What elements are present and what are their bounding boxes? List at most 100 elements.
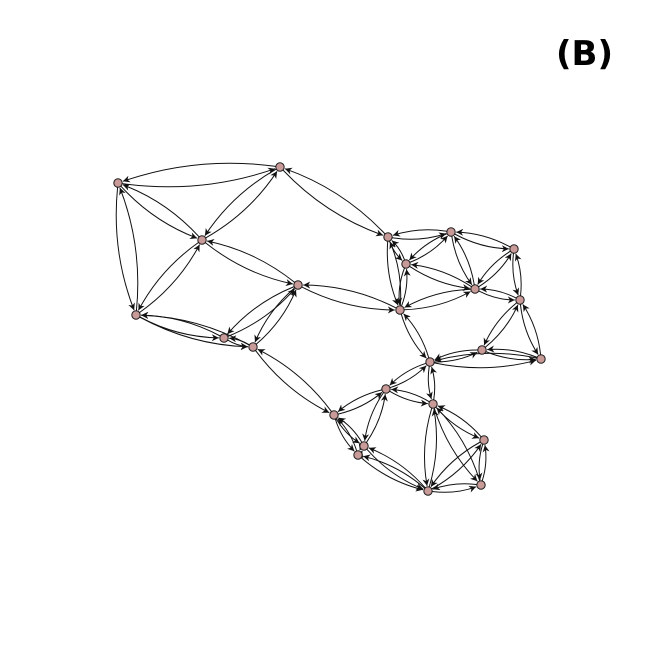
edge-n21-to-n24 — [366, 448, 424, 490]
edge-n3-to-n1 — [122, 184, 200, 238]
edge-n19-to-n17 — [430, 366, 438, 400]
edge-n2-to-n1 — [122, 162, 276, 183]
edge-n24-to-n21 — [368, 447, 426, 489]
graph-node-n23 — [479, 435, 489, 445]
edge-n1-to-n2 — [122, 167, 276, 188]
edge-n11-to-n9 — [409, 235, 448, 263]
graph-node-n12 — [470, 284, 480, 294]
edge-n4-to-n3 — [139, 244, 201, 314]
edge-n10-to-n9 — [456, 228, 511, 248]
edge-n11-to-n12 — [409, 265, 470, 292]
edge-n24-to-n25 — [432, 485, 477, 493]
edge-n5-to-n7 — [254, 287, 296, 343]
edge-n12-to-n10 — [478, 253, 512, 288]
graph-node-n21 — [359, 441, 369, 451]
edge-n17-to-n14 — [403, 313, 430, 359]
edge-n11-to-n14 — [395, 267, 405, 305]
edge-n10-to-n12 — [477, 250, 511, 285]
edge-n20-to-n22 — [334, 418, 355, 452]
graph-node-n22 — [353, 450, 363, 460]
graph-node-n16 — [536, 354, 546, 364]
graph-node-n10 — [509, 244, 519, 254]
edge-n16-to-n13 — [522, 304, 542, 355]
edge-n3-to-n2 — [205, 171, 278, 239]
edge-n17-to-n19 — [425, 366, 433, 400]
graph-node-n25 — [476, 480, 486, 490]
graph-node-n17 — [425, 357, 435, 367]
edge-n3-to-n4 — [137, 241, 199, 311]
edge-n2-to-n8 — [282, 169, 384, 237]
edge-n22-to-n24 — [360, 457, 424, 492]
edge-n7-to-n4 — [141, 311, 250, 346]
edge-n25-to-n23 — [481, 445, 490, 482]
edge-n19-to-n25 — [433, 407, 478, 482]
edge-n21-to-n20 — [338, 417, 363, 443]
edge-n3-to-n5 — [204, 242, 294, 287]
edge-n14-to-n12 — [404, 291, 471, 311]
graph-node-n9 — [446, 227, 456, 237]
edge-n20-to-n18 — [337, 391, 383, 415]
graph-node-n18 — [381, 384, 391, 394]
edge-n5-to-n3 — [206, 238, 296, 283]
graph-node-n4 — [131, 310, 141, 320]
graph-node-n11 — [401, 259, 411, 269]
graph-node-n3 — [197, 235, 207, 245]
graph-node-n6 — [219, 333, 229, 343]
edge-n23-to-n25 — [475, 443, 484, 480]
edge-n12-to-n13 — [478, 290, 515, 304]
edge-n14-to-n5 — [303, 281, 397, 309]
edge-n23-to-n24 — [430, 441, 481, 487]
edge-n16-to-n17 — [434, 352, 538, 363]
edge-n16-to-n15 — [487, 345, 538, 358]
edge-n25-to-n19 — [436, 407, 481, 482]
edge-n1-to-n4 — [115, 187, 135, 311]
edge-n19-to-n24 — [422, 407, 433, 486]
edge-n9-to-n8 — [392, 229, 447, 237]
edge-n13-to-n10 — [514, 253, 522, 296]
edge-n24-to-n22 — [362, 454, 426, 489]
edge-n12-to-n9 — [453, 235, 475, 285]
node-layer — [113, 162, 546, 496]
edge-n23-to-n19 — [437, 405, 482, 438]
edge-n9-to-n12 — [451, 236, 473, 286]
edge-n13-to-n12 — [480, 285, 517, 299]
graph-node-n1 — [113, 178, 123, 188]
edge-n17-to-n18 — [389, 362, 427, 386]
edge-n7-to-n6 — [229, 335, 250, 346]
edge-n18-to-n17 — [389, 365, 427, 389]
edge-n25-to-n24 — [432, 483, 477, 491]
edge-n13-to-n15 — [483, 302, 518, 346]
edge-n4-to-n1 — [119, 187, 139, 311]
graph-node-n15 — [477, 345, 487, 355]
edge-n7-to-n20 — [255, 350, 330, 414]
edge-n17-to-n16 — [433, 358, 537, 369]
edge-n19-to-n18 — [391, 386, 430, 403]
edge-n24-to-n19 — [428, 409, 439, 488]
graph-node-n5 — [293, 280, 303, 290]
graph-node-n24 — [423, 486, 433, 496]
graph-node-n14 — [395, 305, 405, 315]
graph-node-n8 — [383, 232, 393, 242]
edge-n12-to-n11 — [411, 261, 472, 288]
edge-n14-to-n17 — [400, 313, 427, 359]
edge-layer — [115, 162, 542, 493]
edge-n15-to-n13 — [484, 304, 519, 348]
graph-node-n19 — [428, 399, 438, 409]
graph-node-n13 — [515, 295, 525, 305]
edge-n21-to-n18 — [365, 394, 388, 443]
edge-n9-to-n10 — [454, 233, 509, 253]
edge-n14-to-n11 — [401, 269, 411, 307]
edge-n22-to-n20 — [337, 418, 358, 452]
edge-n24-to-n23 — [431, 444, 482, 490]
edge-n8-to-n9 — [392, 232, 447, 240]
edge-n20-to-n7 — [257, 348, 332, 412]
edge-n5-to-n6 — [227, 286, 295, 335]
edge-n8-to-n14 — [386, 241, 399, 306]
edge-n2-to-n3 — [204, 168, 277, 236]
edge-n5-to-n14 — [301, 286, 395, 314]
edge-n12-to-n14 — [404, 288, 471, 308]
edge-n9-to-n11 — [409, 233, 448, 261]
edge-n13-to-n16 — [519, 304, 539, 355]
edge-n18-to-n20 — [337, 389, 383, 413]
